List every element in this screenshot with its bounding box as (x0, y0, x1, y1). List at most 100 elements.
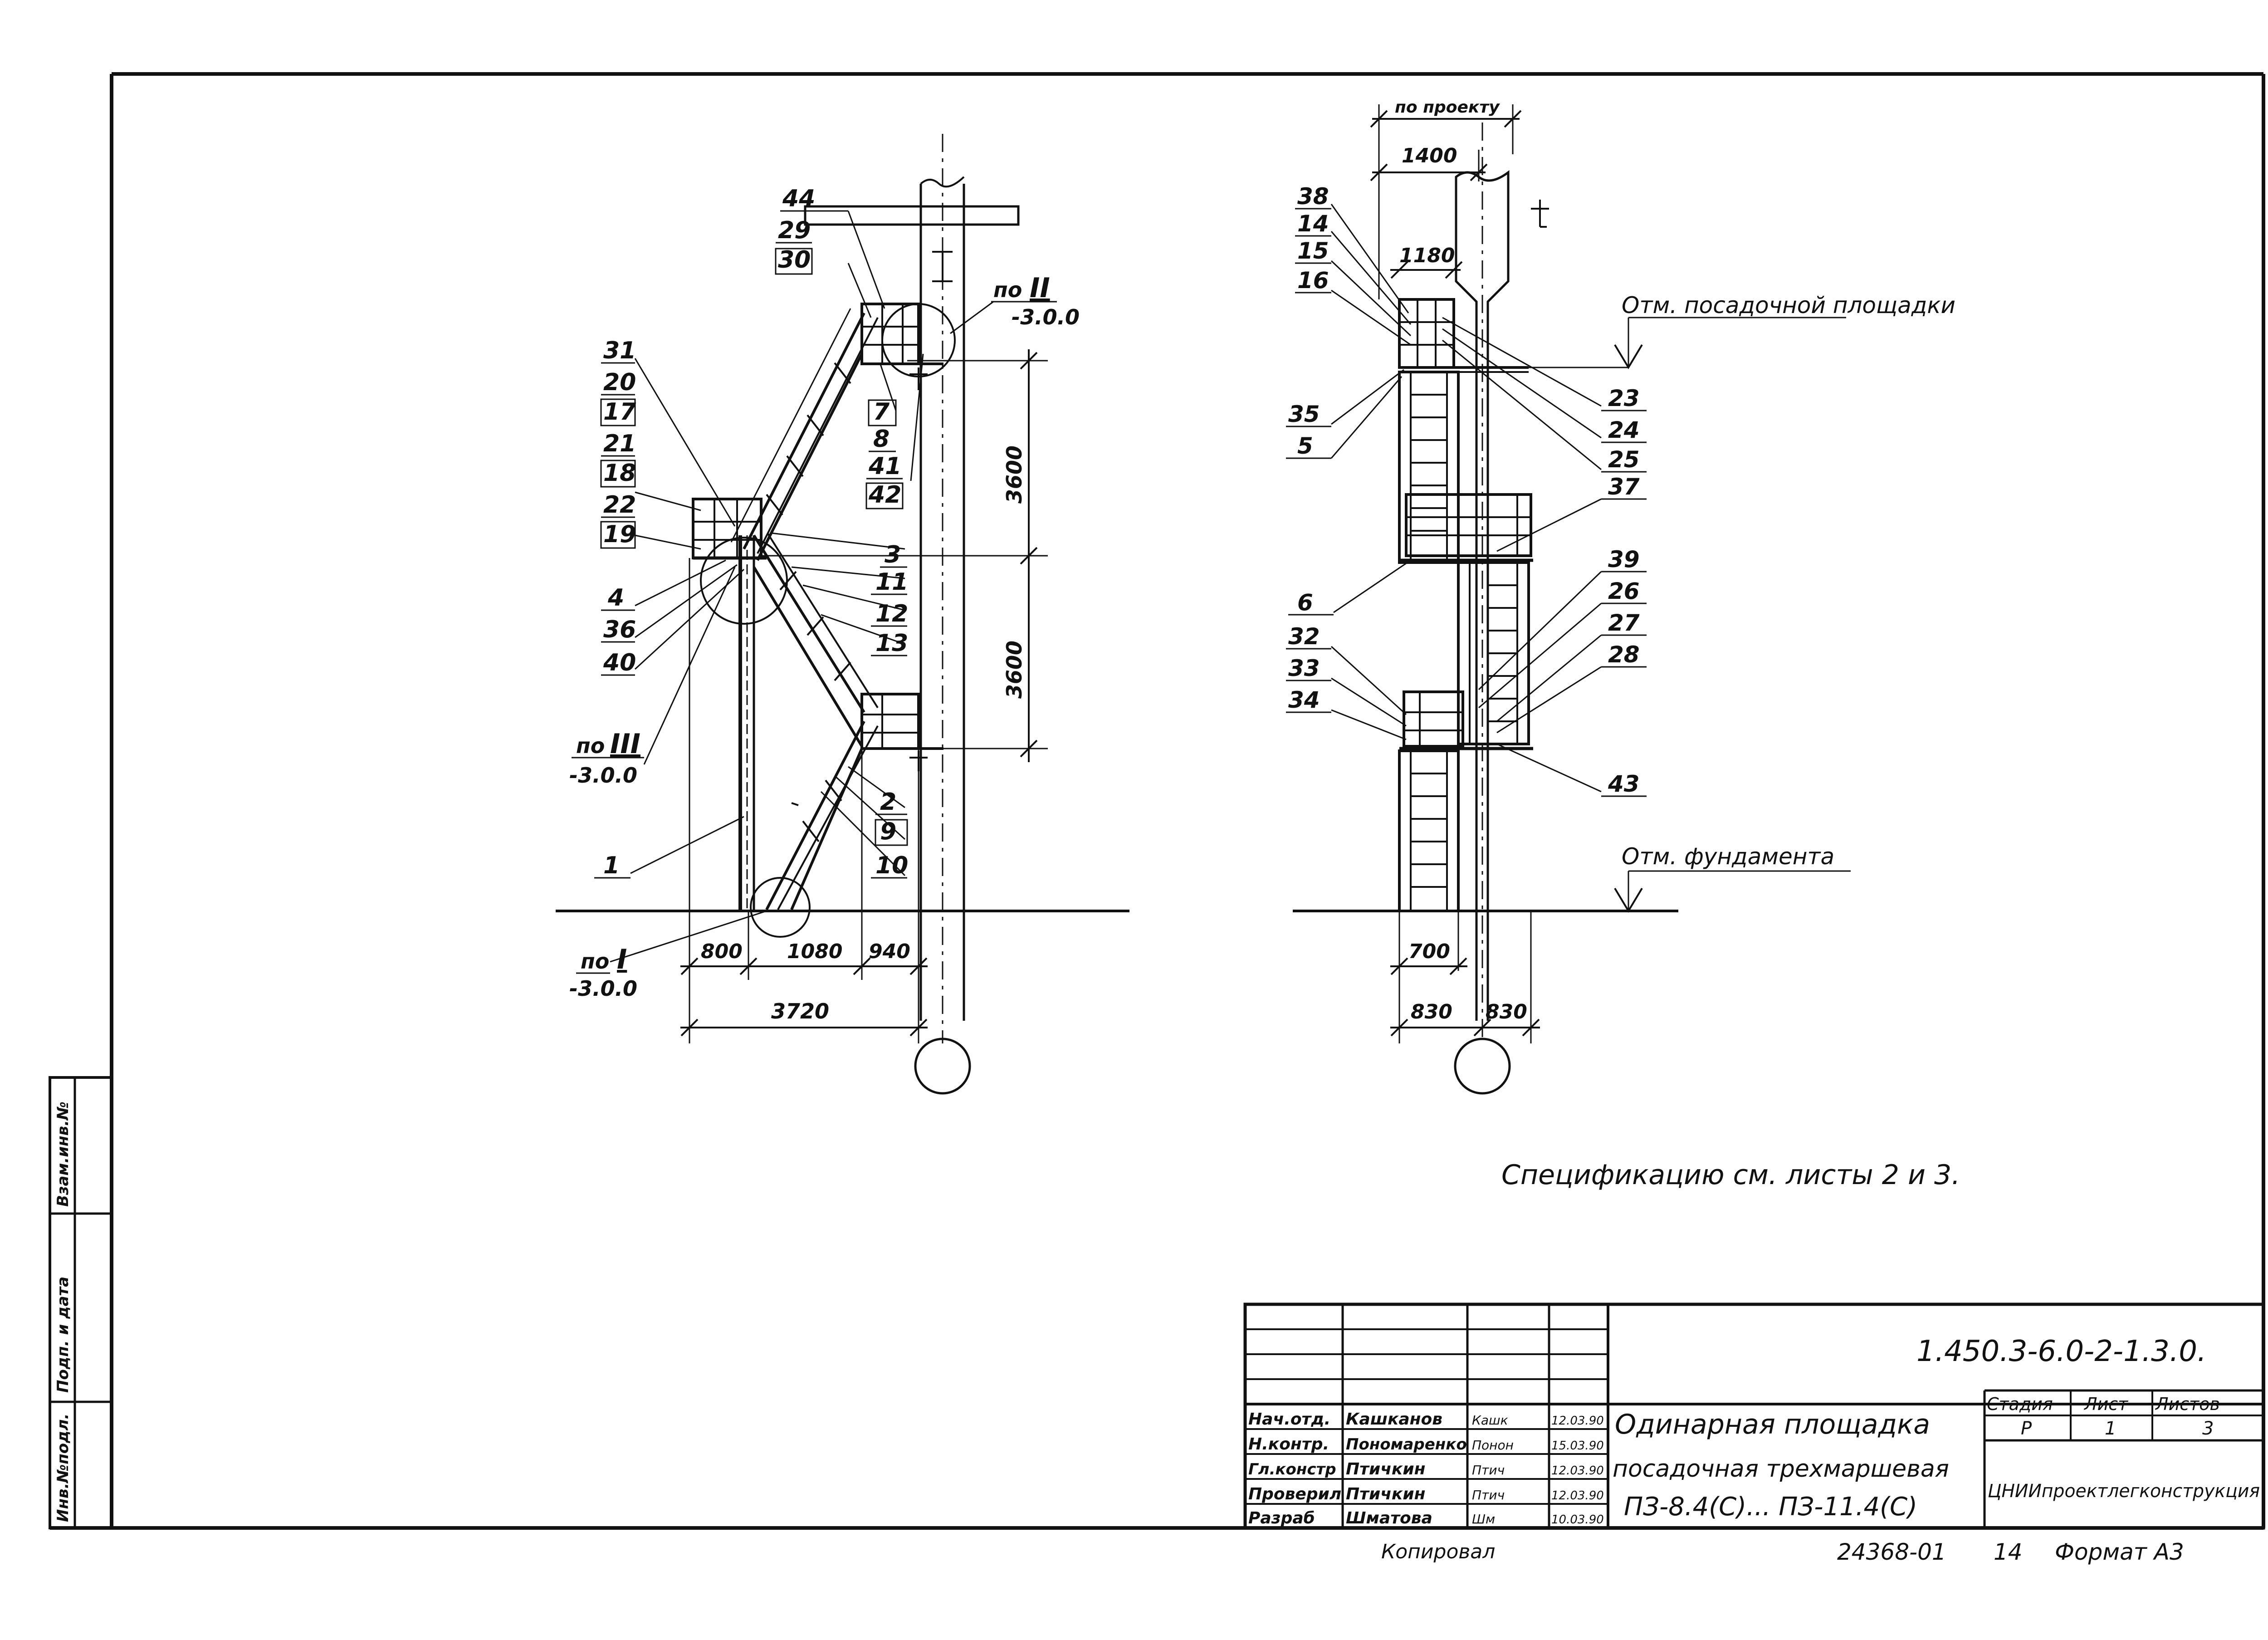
format-label: Формат А3 (2055, 1539, 2184, 1565)
dim-height-lower: 3600 (1002, 641, 1026, 699)
organization-name: ЦНИИпроектлегконструкция (1988, 1481, 2260, 1502)
dim-bottom-830-b: 830 (1486, 1000, 1527, 1023)
dim-bottom-2: 1080 (787, 940, 842, 963)
right-view-structure (1293, 122, 1851, 1095)
left-view-leaders (610, 211, 924, 963)
callout-43: 43 (1608, 771, 1640, 797)
right-view-dimensions: по проекту 1400 1180 700 830 830 (1370, 98, 1540, 1043)
callout-5: 5 (1297, 433, 1313, 459)
name-head-dept: Кашканов (1346, 1410, 1442, 1429)
page-number: 14 (1994, 1539, 2023, 1565)
callout-29: 29 (778, 217, 811, 244)
role-norm-control: Н.контр. (1248, 1435, 1329, 1454)
callout-6: 6 (1297, 589, 1313, 616)
left-callouts-left: 31 20 17 21 18 22 19 4 36 40 1 (594, 337, 636, 879)
date-head-dept: 12.03.90 (1551, 1414, 1604, 1428)
date-checked: 12.03.90 (1551, 1489, 1604, 1503)
callout-10: 10 (875, 852, 908, 879)
footer: Копировал 24368-01 14 Формат А3 (1381, 1539, 2184, 1565)
stage-header: Стадия (1987, 1394, 2053, 1414)
left-view-structure (556, 134, 1129, 1095)
dim-width-1400: 1400 (1402, 144, 1457, 167)
dim-bottom-830-a: 830 (1411, 1000, 1452, 1023)
date-norm-control: 15.03.90 (1551, 1439, 1604, 1453)
date-developed: 10.03.90 (1551, 1513, 1604, 1527)
callout-39: 39 (1608, 546, 1640, 573)
callout-28: 28 (1608, 641, 1640, 668)
dim-bottom-700: 700 (1408, 940, 1450, 963)
callout-37: 37 (1608, 474, 1640, 500)
left-callouts-right: 44 29 30 7 8 41 42 3 11 12 13 2 9 10 (775, 185, 908, 879)
dim-height-upper: 3600 (1002, 445, 1026, 504)
sheet-header: Лист (2083, 1394, 2129, 1414)
callout-2: 2 (880, 788, 896, 816)
title-line-2: посадочная трехмаршевая (1613, 1455, 1949, 1483)
stage-value: Р (2021, 1418, 2032, 1439)
role-checked: Проверил (1248, 1485, 1341, 1503)
callout-4: 4 (607, 584, 624, 612)
callout-23: 23 (1608, 385, 1640, 411)
callout-3: 3 (885, 541, 901, 568)
role-head-dept: Нач.отд. (1248, 1410, 1330, 1429)
section-II-prefix: по (993, 278, 1022, 302)
callout-38: 38 (1297, 183, 1329, 210)
sheets-header: Листов (2155, 1394, 2220, 1414)
right-callouts-left: 38 14 15 16 35 5 6 32 33 34 (1286, 183, 1334, 713)
callout-7: 7 (873, 398, 890, 426)
callout-42: 42 (868, 481, 901, 509)
sheet-value: 1 (2105, 1418, 2116, 1439)
name-checked: Птичкин (1346, 1485, 1425, 1503)
callout-1: 1 (603, 852, 620, 879)
dim-bottom-3: 940 (869, 940, 910, 963)
dim-bottom-1: 800 (701, 940, 743, 963)
name-chief-designer: Птичкин (1346, 1460, 1425, 1478)
signature-rows: Нач.отд. Кашканов Кашк 12.03.90 Н.контр.… (1248, 1410, 1604, 1527)
section-II-roman: II (1030, 272, 1050, 304)
callout-22: 22 (603, 491, 636, 519)
ladder-rungs-lower (1411, 773, 1447, 888)
callout-35: 35 (1288, 401, 1320, 427)
sign-head-dept: Кашк (1472, 1413, 1508, 1428)
callout-20: 20 (603, 369, 636, 396)
callout-21: 21 (603, 430, 636, 457)
callout-26: 26 (1608, 578, 1640, 604)
copied-by-label: Копировал (1381, 1540, 1495, 1563)
section-I-roman: I (617, 944, 627, 975)
dim-width-1180: 1180 (1399, 244, 1455, 267)
section-I-prefix: по (581, 949, 609, 974)
callout-18: 18 (603, 460, 636, 487)
document-code: 1.450.3-6.0-2-1.3.0. (1916, 1335, 2206, 1368)
callout-40: 40 (603, 649, 636, 676)
role-chief-designer: Гл.констр (1248, 1460, 1336, 1478)
callout-9: 9 (880, 818, 896, 845)
section-I-ref: -3.0.0 (569, 976, 637, 1001)
dim-total-width: 3720 (771, 999, 829, 1023)
level-foundation-label: Отм. фундамента (1622, 843, 1834, 870)
callout-27: 27 (1608, 610, 1640, 636)
section-III-roman: III (610, 728, 640, 760)
callout-13: 13 (875, 630, 908, 657)
side-stamp-cell-2: Подп. и дата (54, 1277, 72, 1393)
callout-11: 11 (875, 568, 908, 596)
callout-19: 19 (603, 521, 636, 548)
right-callouts-right: 23 24 25 37 39 26 27 28 43 (1601, 385, 1647, 797)
sheets-value: 3 (2202, 1418, 2214, 1439)
callout-31: 31 (603, 337, 636, 364)
role-developed: Разраб (1248, 1509, 1315, 1527)
sign-chief-designer: Птич (1472, 1463, 1505, 1478)
inventory-number: 24368-01 (1837, 1539, 1946, 1565)
callout-24: 24 (1608, 417, 1640, 443)
callout-34: 34 (1288, 687, 1320, 713)
spec-note: Спецификацию см. листы 2 и 3. (1501, 1159, 1960, 1191)
level-landing-label: Отм. посадочной площадки (1622, 292, 1955, 318)
callout-32: 32 (1288, 623, 1320, 650)
callout-36: 36 (603, 616, 636, 643)
callout-25: 25 (1608, 446, 1640, 473)
section-III-prefix: по (576, 734, 605, 758)
sign-checked: Птич (1472, 1488, 1505, 1503)
dim-top-by-project: по проекту (1395, 98, 1500, 117)
callout-14: 14 (1297, 211, 1329, 237)
sign-norm-control: Понон (1472, 1438, 1514, 1453)
callout-12: 12 (875, 600, 908, 627)
